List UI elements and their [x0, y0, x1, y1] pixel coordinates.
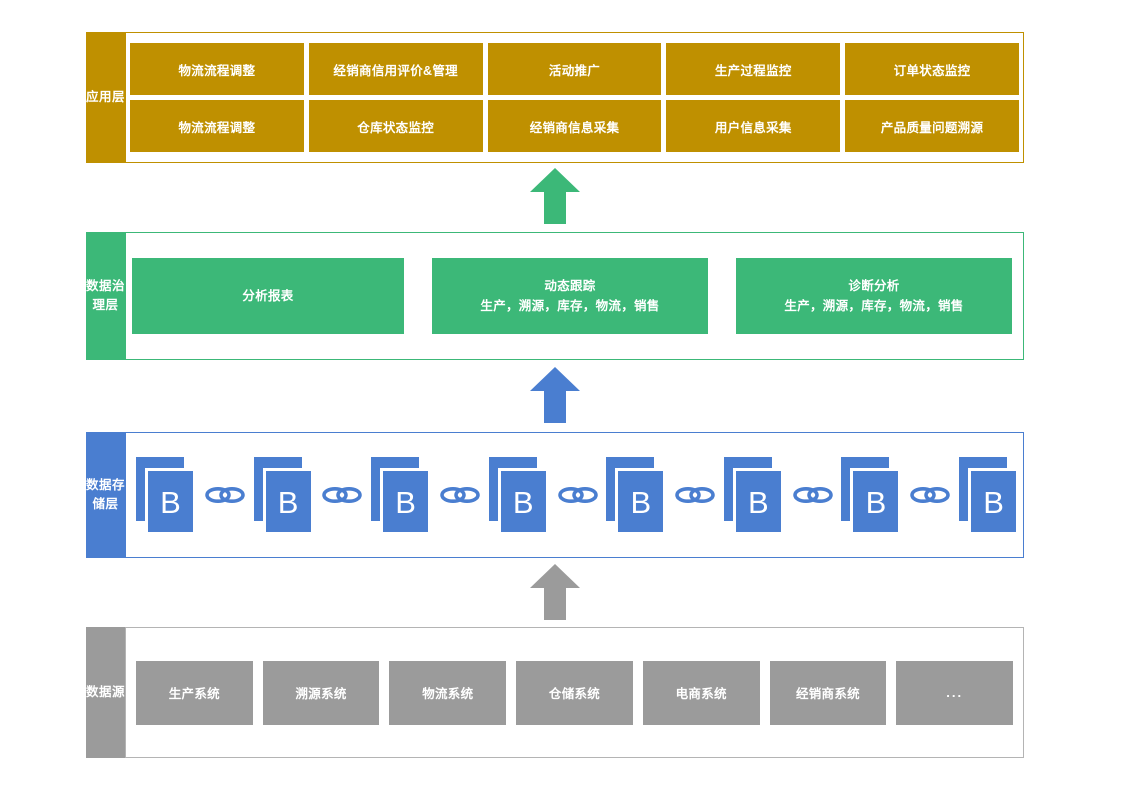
- app-item-production-process-monitoring[interactable]: 生产过程监控: [666, 43, 841, 95]
- block-label: B: [160, 485, 181, 520]
- chain-link-icon: [666, 457, 724, 533]
- data-governance-layer-label: 数据治理层: [86, 232, 125, 360]
- block-label: B: [395, 485, 416, 520]
- source-item-logistics-system[interactable]: 物流系统: [389, 660, 507, 725]
- data-source-layer-label: 数据源: [86, 627, 125, 758]
- arrow-source-to-storage-icon: [528, 562, 582, 622]
- block-front-face: B: [615, 468, 664, 532]
- block-label: B: [865, 485, 887, 520]
- app-item-campaign-promotion[interactable]: 活动推广: [487, 43, 662, 95]
- block-label: B: [630, 485, 652, 520]
- chain-link-icon: [784, 457, 842, 533]
- block-front-face: B: [380, 468, 429, 532]
- governance-item-title: 诊断分析: [848, 279, 900, 293]
- app-item-product-quality-traceability[interactable]: 产品质量问题溯源: [845, 100, 1019, 152]
- blockchain-block[interactable]: B: [253, 457, 314, 533]
- source-item-more[interactable]: ...: [896, 660, 1014, 725]
- data-storage-layer-body: B B: [125, 432, 1024, 558]
- application-row-2: 物流流程调整 仓库状态监控 经销商信息采集 用户信息采集 产品质量问题溯源: [126, 100, 1023, 152]
- source-item-production-system[interactable]: 生产系统: [136, 660, 253, 725]
- data-source-layer: 数据源 生产系统 溯源系统 物流系统 仓储系统 电商系统 经销商系统 ...: [86, 627, 1024, 758]
- governance-item-subtitle: 生产，溯源，库存，物流，销售: [480, 299, 660, 313]
- source-item-warehousing-system[interactable]: 仓储系统: [516, 660, 633, 725]
- app-item-logistics-process-adjustment-2[interactable]: 物流流程调整: [130, 100, 304, 152]
- block-label: B: [512, 485, 534, 520]
- data-source-layer-body: 生产系统 溯源系统 物流系统 仓储系统 电商系统 经销商系统 ...: [125, 627, 1024, 758]
- app-item-logistics-process-adjustment[interactable]: 物流流程调整: [130, 43, 304, 95]
- governance-item-subtitle: 生产，溯源，库存，物流，销售: [784, 299, 964, 313]
- blockchain-block[interactable]: B: [606, 457, 666, 533]
- block-front-face: B: [732, 468, 781, 532]
- data-governance-layer: 数据治理层 分析报表 动态跟踪 生产，溯源，库存，物流，销售 诊断分析 生产，溯…: [86, 232, 1024, 360]
- governance-item-title: 分析报表: [242, 289, 294, 303]
- governance-item-title: 动态跟踪: [544, 279, 596, 293]
- data-governance-layer-body: 分析报表 动态跟踪 生产，溯源，库存，物流，销售 诊断分析 生产，溯源，库存，物…: [125, 232, 1024, 360]
- chain-link-icon: [549, 457, 607, 533]
- application-layer: 应用层 物流流程调整 经销商信用评价&管理 活动推广 生产过程监控 订单状态监控…: [86, 32, 1024, 163]
- arrow-storage-to-governance-icon: [528, 365, 582, 425]
- block-front-face: B: [497, 468, 546, 532]
- app-item-dealer-credit-evaluation[interactable]: 经销商信用评价&管理: [308, 43, 483, 95]
- chain-link-icon: [901, 457, 959, 533]
- block-front-face: B: [144, 468, 193, 532]
- data-storage-layer-label: 数据存储层: [86, 432, 125, 558]
- arrow-governance-to-application-icon: [528, 166, 582, 226]
- blockchain-block[interactable]: B: [959, 457, 1019, 533]
- governance-item-dynamic-tracking[interactable]: 动态跟踪 生产，溯源，库存，物流，销售: [432, 258, 708, 334]
- data-storage-layer: 数据存储层 B B: [86, 432, 1024, 558]
- chain-link-icon: [314, 457, 372, 533]
- block-label: B: [983, 485, 1004, 520]
- blockchain-block[interactable]: B: [371, 457, 431, 533]
- application-layer-label: 应用层: [86, 32, 125, 163]
- app-item-order-status-monitoring[interactable]: 订单状态监控: [845, 43, 1019, 95]
- blockchain-chain: B B: [135, 457, 1019, 533]
- block-label: B: [277, 485, 299, 520]
- app-item-dealer-info-collection[interactable]: 经销商信息采集: [487, 100, 662, 152]
- app-item-user-info-collection[interactable]: 用户信息采集: [666, 100, 841, 152]
- blockchain-block[interactable]: B: [841, 457, 901, 533]
- chain-link-icon: [431, 457, 489, 533]
- source-item-traceability-system[interactable]: 溯源系统: [262, 660, 380, 725]
- governance-item-diagnostic-analysis[interactable]: 诊断分析 生产，溯源，库存，物流，销售: [736, 258, 1012, 334]
- block-label: B: [748, 485, 769, 520]
- block-front-face: B: [968, 468, 1017, 532]
- blockchain-block[interactable]: B: [488, 457, 549, 533]
- application-layer-body: 物流流程调整 经销商信用评价&管理 活动推广 生产过程监控 订单状态监控 物流流…: [125, 32, 1024, 163]
- source-item-ecommerce-system[interactable]: 电商系统: [642, 660, 760, 725]
- blockchain-block[interactable]: B: [135, 457, 196, 533]
- block-front-face: B: [850, 468, 899, 532]
- blockchain-block[interactable]: B: [723, 457, 784, 533]
- source-item-dealer-system[interactable]: 经销商系统: [769, 660, 887, 725]
- block-front-face: B: [262, 468, 311, 532]
- app-item-warehouse-status-monitoring[interactable]: 仓库状态监控: [308, 100, 483, 152]
- governance-item-analysis-report[interactable]: 分析报表: [132, 258, 404, 334]
- application-row-1: 物流流程调整 经销商信用评价&管理 活动推广 生产过程监控 订单状态监控: [126, 43, 1023, 95]
- chain-link-icon: [196, 457, 254, 533]
